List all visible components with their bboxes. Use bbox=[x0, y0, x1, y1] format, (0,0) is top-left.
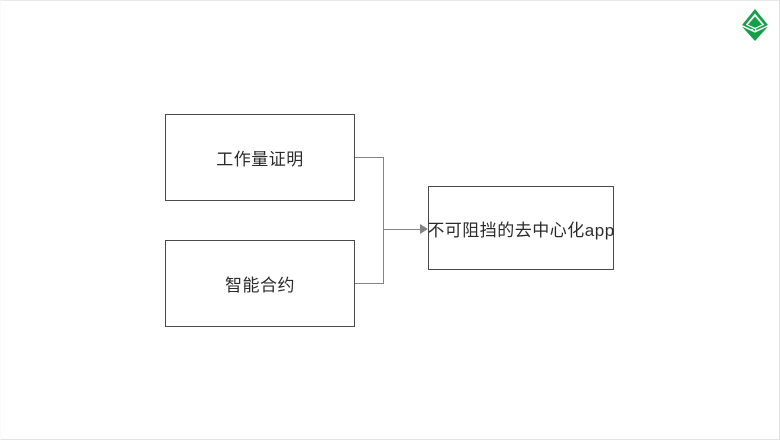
arrowhead-icon bbox=[420, 223, 428, 234]
connector-vertical-spine bbox=[382, 156, 385, 285]
node-smart-contract[interactable]: 智能合约 bbox=[165, 240, 355, 327]
node-proof-of-work-label: 工作量证明 bbox=[216, 150, 304, 169]
connector-arrow-horizontal bbox=[382, 228, 422, 231]
node-smart-contract-label: 智能合约 bbox=[225, 276, 295, 295]
node-unstoppable-dapp-label: 不可阻挡的去中心化app bbox=[427, 220, 615, 240]
node-unstoppable-dapp[interactable]: 不可阻挡的去中心化app bbox=[427, 186, 615, 270]
connector-contract-horizontal bbox=[355, 282, 384, 285]
node-proof-of-work[interactable]: 工作量证明 bbox=[165, 114, 355, 201]
connector-pow-horizontal bbox=[355, 156, 384, 159]
ethereum-classic-logo bbox=[741, 9, 769, 41]
